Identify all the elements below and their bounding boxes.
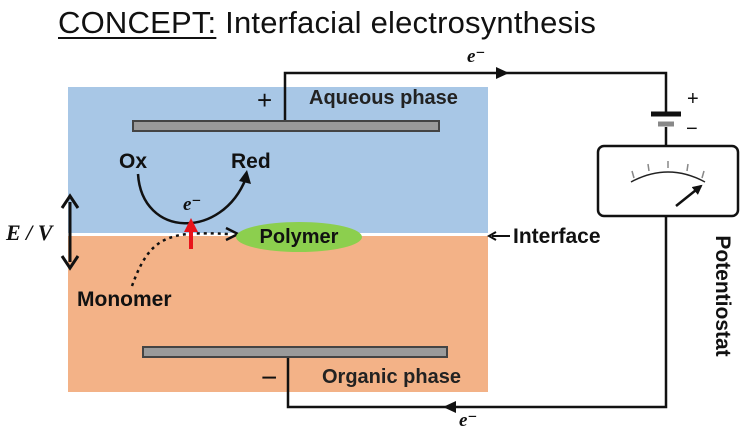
battery-plus: + (687, 88, 699, 110)
aqueous-phase-region (68, 87, 488, 233)
meter-scale (630, 171, 706, 183)
interface-label: Interface (513, 225, 601, 248)
red-label: Red (231, 150, 271, 173)
top-wire (283, 71, 668, 120)
organic-phase-label: Organic phase (322, 366, 461, 388)
monomer-path (130, 232, 229, 287)
monomer-label: Monomer (77, 288, 172, 311)
title-text: Interfacial electrosynthesis (225, 5, 597, 40)
battery-minus: − (686, 118, 698, 140)
potentiostat-box (596, 144, 740, 218)
potentiostat-label: Potentiostat (711, 235, 734, 357)
plus-sign: + (257, 85, 273, 115)
electron-label-center: e⁻ (183, 194, 202, 215)
bottom-wire-arrow (443, 401, 456, 413)
diagram-title: CONCEPT: Interfacial electrosynthesis (58, 0, 596, 46)
electron-label-top: e⁻ (467, 46, 486, 67)
bottom-wire (286, 216, 668, 409)
potential-axis-label: E / V (6, 220, 53, 245)
negative-electrode (142, 346, 448, 358)
top-wire-arrow (496, 67, 509, 79)
polymer-blob: Polymer (236, 222, 362, 252)
title-prefix: CONCEPT: (58, 5, 217, 40)
polymer-label: Polymer (259, 225, 339, 248)
meter-needle (675, 184, 703, 207)
organic-phase-region (68, 236, 488, 392)
electron-label-bottom: e⁻ (459, 410, 478, 431)
minus-sign: − (261, 362, 278, 393)
aqueous-phase-label: Aqueous phase (309, 87, 458, 109)
positive-electrode (132, 120, 440, 132)
ox-label: Ox (119, 150, 148, 173)
redox-arrow (136, 173, 248, 225)
